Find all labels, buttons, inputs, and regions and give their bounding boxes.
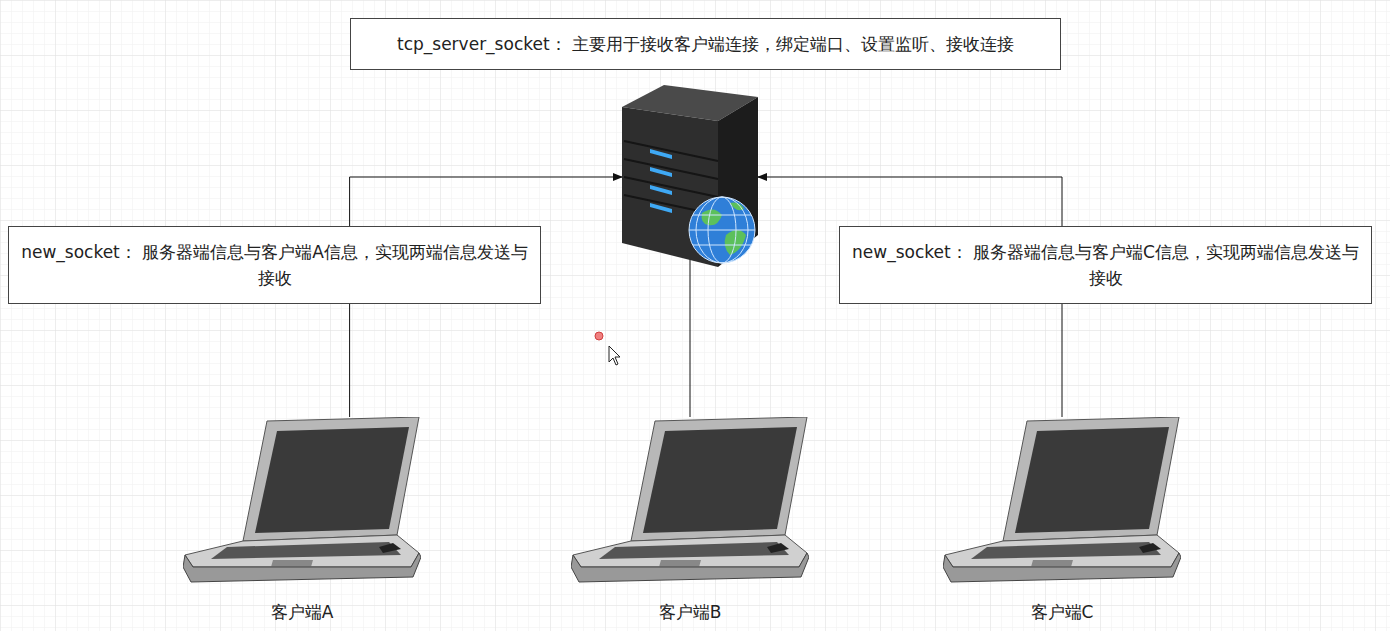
- laptop-illustration: [571, 417, 809, 592]
- server-illustration: [622, 85, 758, 267]
- laptop-illustration: [943, 417, 1181, 592]
- client-name: 客户端B: [571, 599, 809, 625]
- connector-arrow: [690, 177, 758, 417]
- client-node: 客户端A: [183, 417, 421, 592]
- laptop-illustration: [183, 417, 421, 592]
- client-node: 客户端B: [571, 417, 809, 592]
- server-node: tcp_server_socket： 主要用于接收客户端连接，绑定端口、设置监听…: [622, 85, 758, 267]
- socket-note: new_socket： 服务器端信息与客户端C信息，实现两端信息发送与接收: [839, 226, 1372, 304]
- client-node: 客户端C: [943, 417, 1181, 592]
- client-name: 客户端A: [183, 599, 421, 625]
- server-heading: tcp_server_socket： 主要用于接收客户端连接，绑定端口、设置监听…: [350, 18, 1061, 70]
- client-name: 客户端C: [943, 599, 1181, 625]
- socket-note: new_socket： 服务器端信息与客户端A信息，实现两端信息发送与接收: [8, 226, 541, 304]
